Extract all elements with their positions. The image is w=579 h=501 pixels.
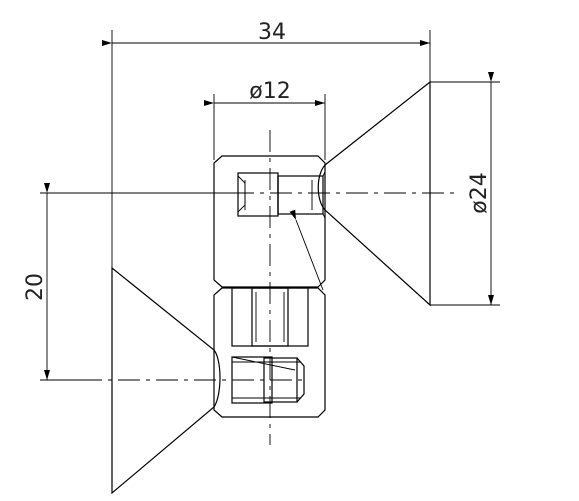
leader-lines <box>231 209 324 371</box>
overall-width-dimension: 34 <box>102 20 431 300</box>
left-cone-section <box>111 266 221 495</box>
large-diameter-label: ø24 <box>467 172 492 213</box>
upper-cylinder-section <box>213 155 326 288</box>
height-offset-dimension: 20 <box>23 183 232 381</box>
overall-width-label: 34 <box>258 20 286 45</box>
lower-cylinder-section <box>213 287 326 418</box>
right-cone-section <box>317 80 431 307</box>
center-lines <box>80 130 460 445</box>
small-diameter-label: ø12 <box>249 79 290 104</box>
height-offset-label: 20 <box>23 273 48 301</box>
small-diameter-dimension: ø12 <box>204 79 326 160</box>
large-diameter-dimension: ø24 <box>430 72 500 306</box>
